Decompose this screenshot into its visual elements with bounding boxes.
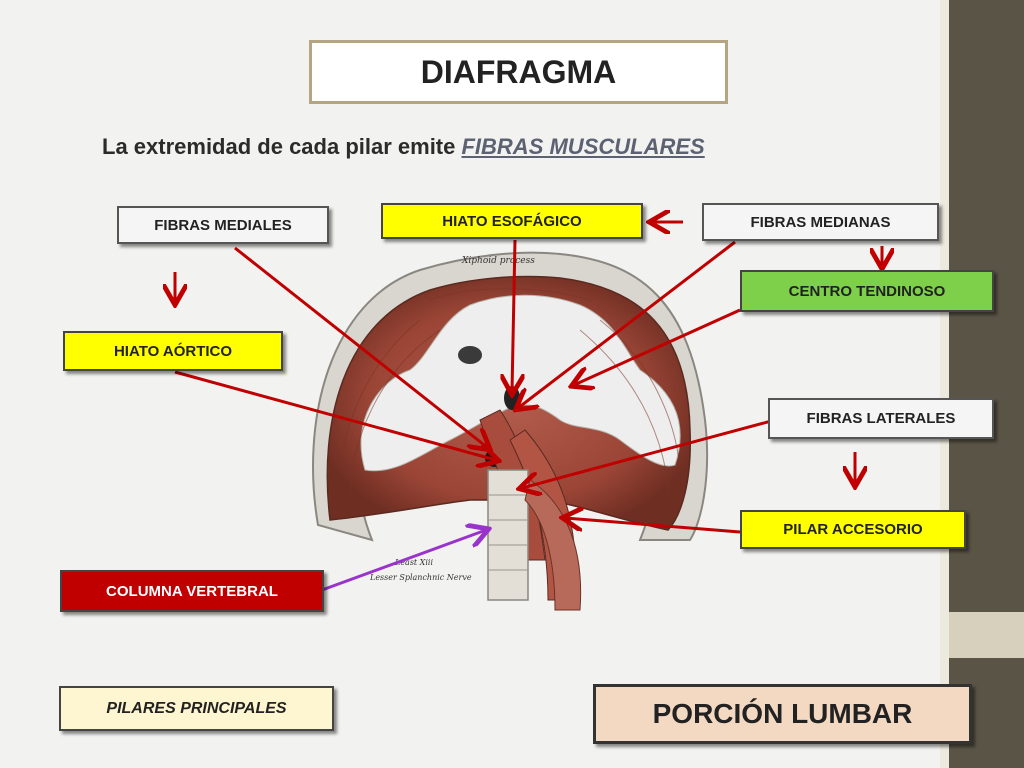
label-centro-tendinoso: CENTRO TENDINOSO [740,270,994,312]
caption-bottom-1: Least Xiii [394,558,433,567]
sidebar-accent-light [940,0,949,768]
subtitle: La extremidad de cada pilar emite FIBRAS… [102,134,705,160]
subtitle-emphasis: FIBRAS MUSCULARES [461,134,705,159]
label-fibras-laterales: FIBRAS LATERALES [768,398,994,439]
vena-cava-foramen [458,346,482,364]
label-columna-vertebral: COLUMNA VERTEBRAL [60,570,324,612]
caption-top: Xiphoid process [461,256,535,266]
arrow-pilar-accesorio [565,518,741,534]
subtitle-text: La extremidad de cada pilar emite [102,134,462,159]
label-pilar-accesorio: PILAR ACCESORIO [740,510,966,549]
label-fibras-mediales: FIBRAS MEDIALES [117,206,329,244]
label-hiato-aortico: HIATO AÓRTICO [63,331,283,371]
arrow-hiato-aortico [174,370,496,460]
label-porcion-lumbar: PORCIÓN LUMBAR [593,684,972,744]
arrow-columna-vertebral [321,530,486,592]
sidebar-accent-tab [949,612,1024,658]
arrow-fibras-medianas [518,240,736,408]
label-hiato-esofagico: HIATO ESOFÁGICO [381,203,643,239]
label-pilares-principales: PILARES PRINCIPALES [59,686,334,731]
arrow-hiato-esofagico [512,239,515,392]
label-fibras-medianas: FIBRAS MEDIANAS [702,203,939,241]
muscle-fibres [339,288,681,501]
psoas-muscle [524,479,582,611]
arrow-centro-tendinoso [574,308,741,385]
arrow-fibras-mediales [234,246,488,448]
caption-bottom-2: Lesser Splanchnic Nerve [369,573,472,582]
vertebral-column [487,469,529,601]
slide-title: DIAFRAGMA [309,40,728,104]
arrow-fibras-laterales [522,418,776,488]
